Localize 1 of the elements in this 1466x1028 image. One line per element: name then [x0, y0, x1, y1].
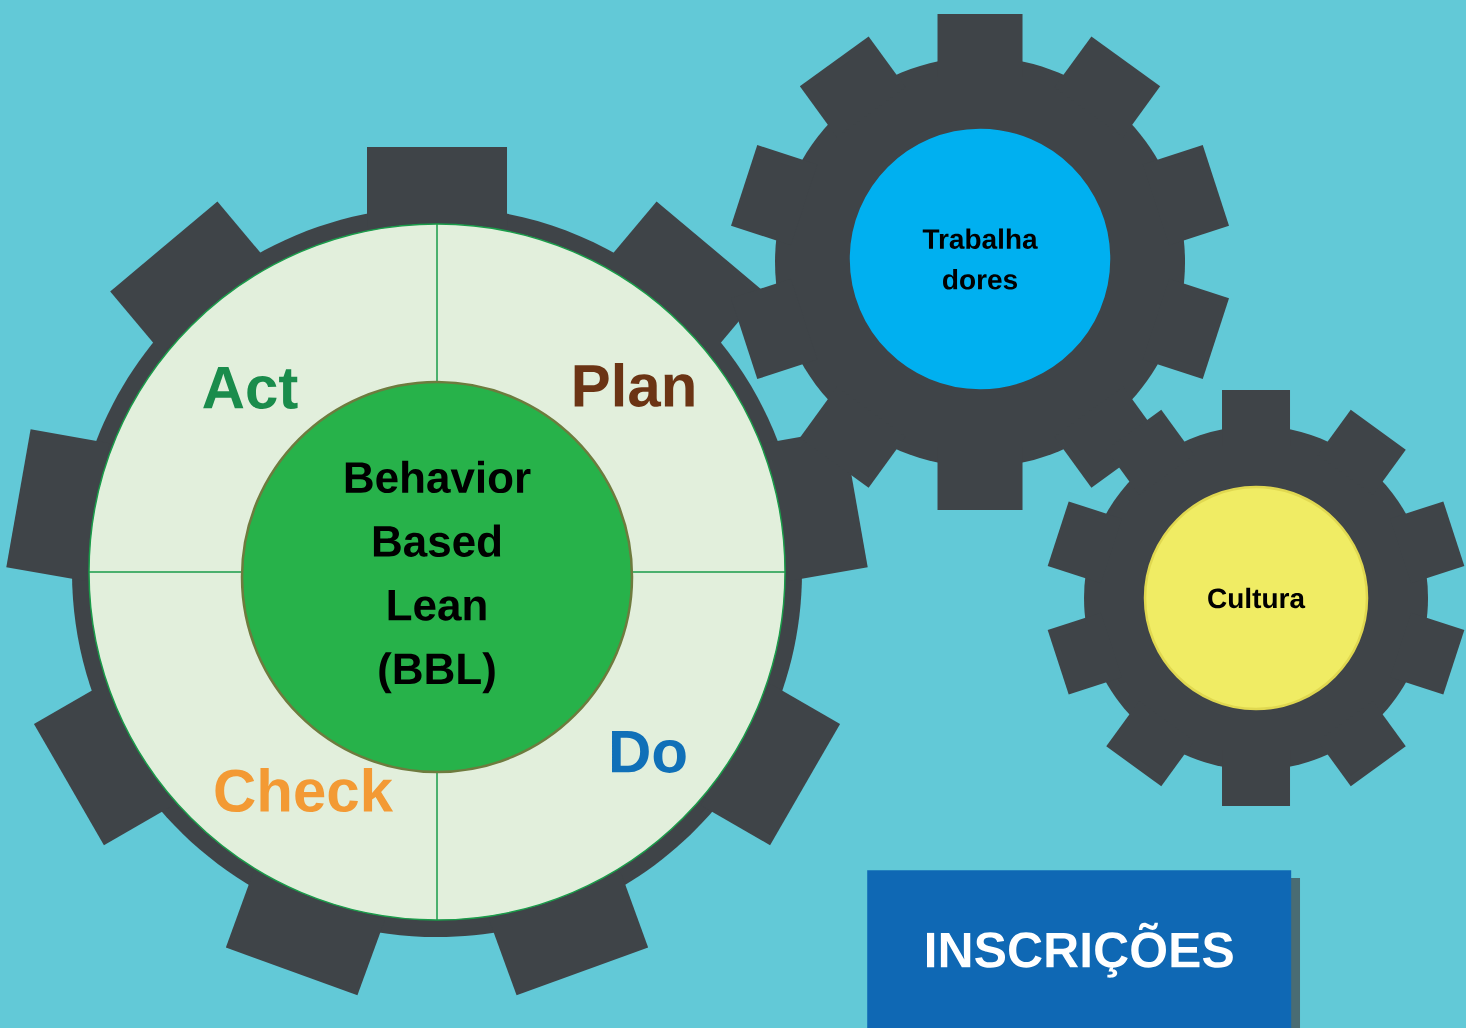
- registration-box: INSCRIÇÕES: [867, 870, 1300, 1028]
